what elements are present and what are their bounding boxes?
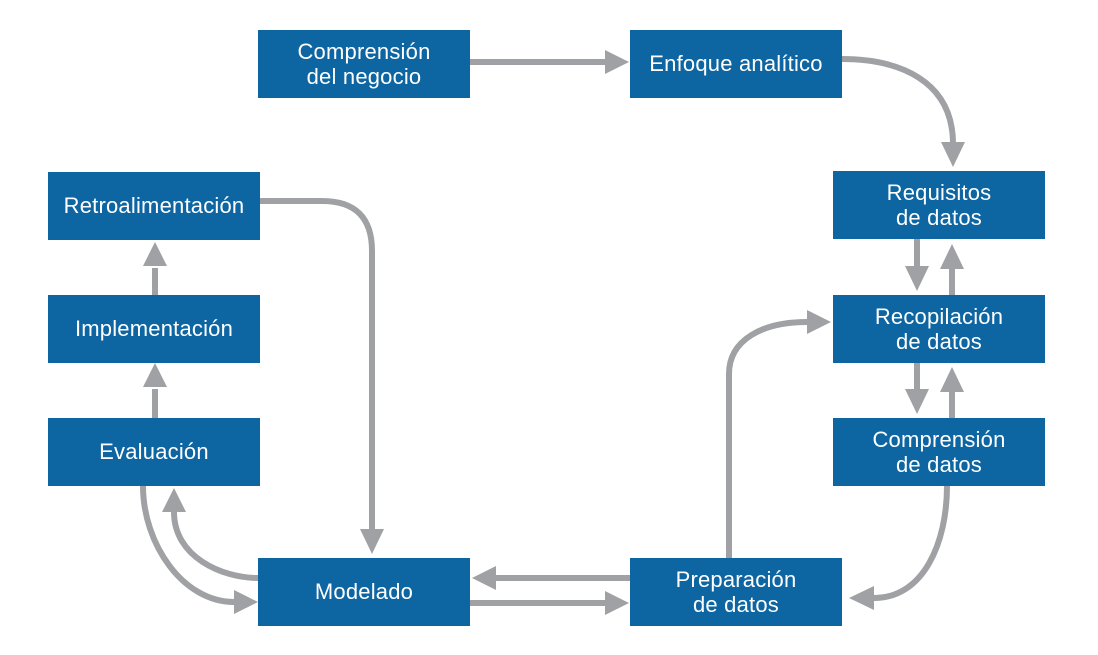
arrowhead-icon (605, 591, 629, 615)
arrowhead-icon (940, 244, 964, 269)
arrow-enfoque-analitico-to-requisitos-datos (841, 56, 965, 167)
node-label: Preparación de datos (675, 566, 797, 617)
arrowhead-icon (234, 590, 258, 614)
node-evaluacion: Evaluación (48, 418, 260, 486)
node-label: Comprensión de datos (872, 426, 1006, 477)
arrow-modelado-to-preparacion-datos (470, 591, 629, 615)
node-label: Modelado (314, 579, 414, 605)
node-label: Enfoque analítico (649, 51, 823, 77)
node-label: Requisitos de datos (886, 179, 992, 230)
node-requisitos-datos: Requisitos de datos (833, 171, 1045, 239)
arrowhead-icon (360, 529, 384, 554)
arrow-recopilacion-datos-to-comprension-datos (905, 363, 929, 414)
node-comprension-datos: Comprensión de datos (833, 418, 1045, 486)
arrow-recopilacion-datos-to-requisitos-datos (940, 244, 964, 295)
arrow-modelado-to-evaluacion (162, 488, 259, 581)
arrowhead-icon (905, 266, 929, 291)
node-label: Comprensión del negocio (297, 38, 431, 89)
node-recopilacion-datos: Recopilación de datos (833, 295, 1045, 363)
arrowhead-icon (941, 142, 965, 167)
node-modelado: Modelado (258, 558, 470, 626)
node-label: Evaluación (99, 439, 209, 465)
arrowhead-icon (143, 242, 167, 266)
node-implementacion: Implementación (48, 295, 260, 363)
arrowhead-icon (905, 389, 929, 414)
arrow-retroalimentacion-to-modelado (260, 198, 384, 554)
arrow-preparacion-datos-to-modelado (472, 566, 630, 590)
arrow-evaluacion-to-implementacion (143, 363, 167, 418)
arrow-comprension-datos-to-preparacion-datos (849, 485, 950, 610)
arrowhead-icon (605, 50, 629, 74)
arrowhead-icon (940, 367, 964, 392)
node-retroalimentacion: Retroalimentación (48, 172, 260, 240)
node-comprension-negocio: Comprensión del negocio (258, 30, 470, 98)
arrow-implementacion-to-retroalimentacion (143, 242, 167, 295)
arrow-comprension-datos-to-recopilacion-datos (940, 367, 964, 418)
arrow-preparacion-datos-to-recopilacion-datos (726, 310, 831, 558)
arrowhead-icon (807, 310, 831, 334)
node-enfoque-analitico: Enfoque analítico (630, 30, 842, 98)
arrow-evaluacion-to-modelado (140, 485, 258, 614)
arrow-comprension-negocio-to-enfoque-analitico (470, 50, 629, 74)
arrowhead-icon (472, 566, 496, 590)
node-label: Implementación (74, 316, 234, 342)
arrowhead-icon (162, 488, 186, 512)
arrowhead-icon (849, 586, 874, 610)
node-preparacion-datos: Preparación de datos (630, 558, 842, 626)
arrowhead-icon (143, 363, 167, 387)
node-label: Recopilación de datos (874, 303, 1004, 354)
arrow-requisitos-datos-to-recopilacion-datos (905, 239, 929, 291)
node-label: Retroalimentación (63, 193, 245, 219)
